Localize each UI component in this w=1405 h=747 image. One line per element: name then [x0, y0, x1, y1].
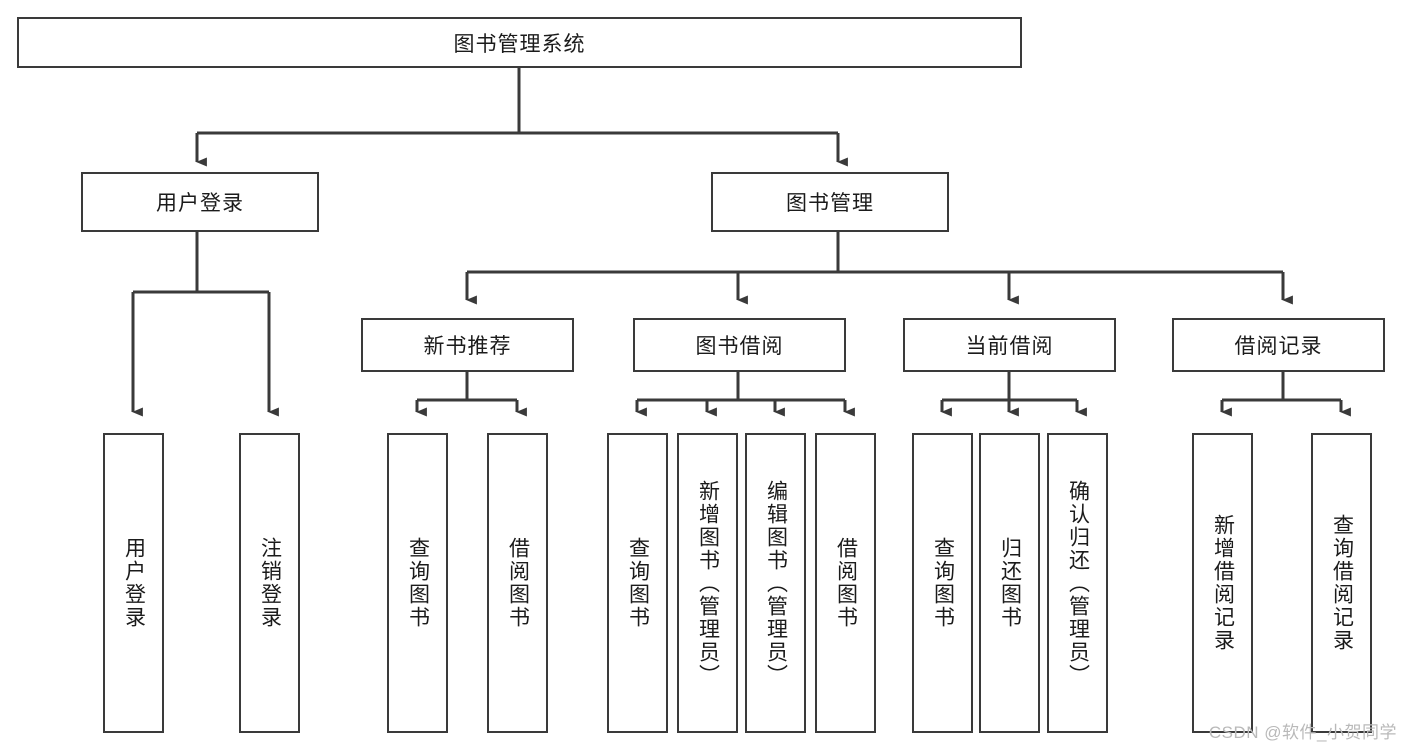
node-borrow-record[interactable]: 借阅记录	[1172, 318, 1385, 372]
node-borrow-record-label: 借阅记录	[1234, 335, 1323, 358]
node-leaf-borrow-book-2-label: 借阅图书	[834, 537, 858, 629]
node-user-login[interactable]: 用户登录	[81, 172, 319, 232]
node-leaf-add-book-label: 新增图书（管理员）	[696, 479, 720, 687]
node-new-book-recommend-label: 新书推荐	[423, 335, 512, 358]
node-leaf-confirm-return[interactable]: 确认归还（管理员）	[1047, 433, 1108, 733]
node-leaf-query-book-1[interactable]: 查询图书	[387, 433, 448, 733]
node-user-login-label: 用户登录	[156, 192, 244, 215]
node-leaf-confirm-return-label: 确认归还（管理员）	[1066, 479, 1090, 687]
node-leaf-user-logout[interactable]: 注销登录	[239, 433, 300, 733]
node-leaf-query-record[interactable]: 查询借阅记录	[1311, 433, 1372, 733]
node-leaf-query-book-1-label: 查询图书	[406, 537, 430, 629]
node-current-borrow-label: 当前借阅	[965, 335, 1054, 358]
node-root-label: 图书管理系统	[453, 32, 586, 56]
node-leaf-edit-book-label: 编辑图书（管理员）	[764, 479, 788, 687]
node-leaf-query-book-3-label: 查询图书	[931, 537, 955, 629]
node-leaf-add-record[interactable]: 新增借阅记录	[1192, 433, 1253, 733]
node-leaf-return-book-label: 归还图书	[998, 537, 1022, 629]
node-leaf-query-book-2-label: 查询图书	[626, 537, 650, 629]
node-leaf-user-login-label: 用户登录	[122, 537, 146, 629]
node-leaf-user-logout-label: 注销登录	[258, 537, 282, 629]
node-leaf-query-book-2[interactable]: 查询图书	[607, 433, 668, 733]
node-current-borrow[interactable]: 当前借阅	[903, 318, 1116, 372]
node-root[interactable]: 图书管理系统	[17, 17, 1022, 68]
node-book-management[interactable]: 图书管理	[711, 172, 949, 232]
node-leaf-user-login[interactable]: 用户登录	[103, 433, 164, 733]
node-leaf-edit-book[interactable]: 编辑图书（管理员）	[745, 433, 806, 733]
node-leaf-borrow-book-1[interactable]: 借阅图书	[487, 433, 548, 733]
csdn-watermark: CSDN @软件_小贺同学	[1208, 723, 1397, 742]
node-leaf-add-record-label: 新增借阅记录	[1211, 514, 1235, 652]
node-leaf-borrow-book-1-label: 借阅图书	[506, 537, 530, 629]
node-leaf-query-book-3[interactable]: 查询图书	[912, 433, 973, 733]
node-book-borrow[interactable]: 图书借阅	[633, 318, 846, 372]
node-book-management-label: 图书管理	[786, 192, 874, 215]
node-leaf-query-record-label: 查询借阅记录	[1330, 514, 1354, 652]
node-leaf-return-book[interactable]: 归还图书	[979, 433, 1040, 733]
node-leaf-borrow-book-2[interactable]: 借阅图书	[815, 433, 876, 733]
node-book-borrow-label: 图书借阅	[695, 335, 784, 358]
node-leaf-add-book[interactable]: 新增图书（管理员）	[677, 433, 738, 733]
node-new-book-recommend[interactable]: 新书推荐	[361, 318, 574, 372]
